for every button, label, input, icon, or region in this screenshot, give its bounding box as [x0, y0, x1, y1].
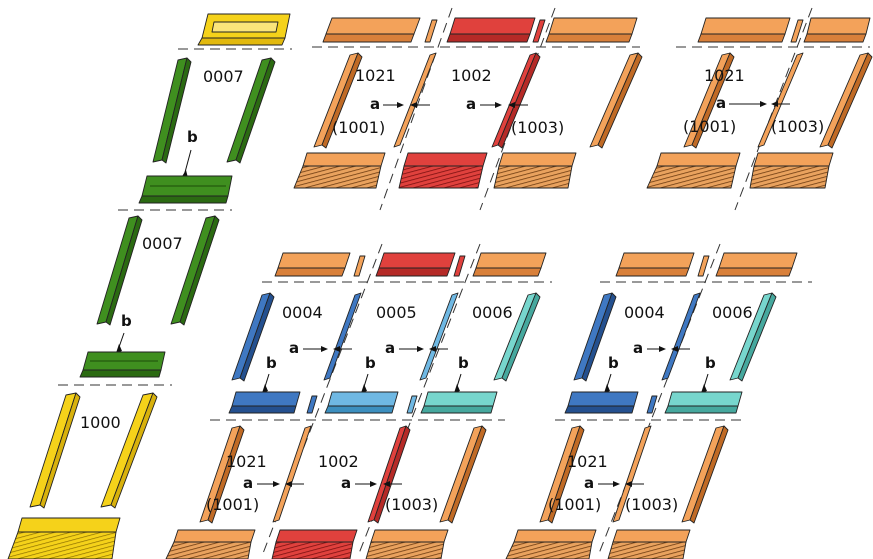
- side-flashing-green-middle: [96, 215, 220, 326]
- letter-label: b: [608, 354, 619, 372]
- code-label: (1003): [385, 495, 438, 514]
- bottom-flashing-yellow: [7, 517, 121, 559]
- letter-label: a: [716, 94, 726, 112]
- letter-label: b: [121, 312, 132, 330]
- bottom-flashing-green-upper: [138, 175, 233, 204]
- side-flashing-green-upper: [152, 57, 276, 164]
- top-flashing-yellow: [197, 13, 291, 46]
- top-group-triple: 1021 1002 a (1001) a (1003): [293, 7, 643, 211]
- code-label: 1021: [226, 452, 267, 471]
- code-label: 1002: [451, 66, 492, 85]
- code-label: 0004: [282, 303, 323, 322]
- letter-label: b: [365, 354, 376, 372]
- code-label: 0004: [624, 303, 665, 322]
- letter-label: a: [341, 474, 351, 492]
- code-label: (1003): [771, 117, 824, 136]
- code-label: 1021: [704, 66, 745, 85]
- lower-group-double: 0004 0006 a b b 1021 a (1001) (1003): [505, 243, 812, 559]
- code-label: 0006: [712, 303, 753, 322]
- code-label: (1003): [625, 495, 678, 514]
- letter-label: a: [385, 339, 395, 357]
- code-label: (1001): [206, 495, 259, 514]
- bottom-flashing-green-lower: [79, 351, 166, 378]
- code-label: 0005: [376, 303, 417, 322]
- code-label: (1001): [683, 117, 736, 136]
- separator-line: [379, 7, 453, 211]
- separator-line: [597, 243, 721, 557]
- code-label: 0007: [203, 67, 244, 86]
- separator-line: [734, 7, 813, 211]
- letter-label: b: [705, 354, 716, 372]
- letter-label: b: [458, 354, 469, 372]
- code-label: 1000: [80, 413, 121, 432]
- top-group-double: 1021 a (1001) (1003): [646, 7, 873, 211]
- letter-label: a: [243, 474, 253, 492]
- code-label: (1001): [332, 118, 385, 137]
- left-column: 0007 b 0007 b: [7, 13, 292, 559]
- letter-label: a: [370, 95, 380, 113]
- code-label: (1001): [548, 495, 601, 514]
- code-label: 1021: [355, 66, 396, 85]
- code-label: 1021: [567, 452, 608, 471]
- letter-label: a: [633, 339, 643, 357]
- letter-label: a: [466, 95, 476, 113]
- code-label: 0006: [472, 303, 513, 322]
- letter-label: a: [584, 474, 594, 492]
- code-label: 1002: [318, 452, 359, 471]
- letter-label: b: [266, 354, 277, 372]
- letter-label: b: [187, 128, 198, 146]
- separator-line: [479, 7, 556, 211]
- letter-label: a: [289, 339, 299, 357]
- code-label: 0007: [142, 234, 183, 253]
- code-label: (1003): [511, 118, 564, 137]
- arrowhead: [116, 344, 122, 353]
- lower-group-triple: 0004 0005 0006 a a b b b: [165, 243, 552, 559]
- side-flashing-yellow: [29, 392, 158, 509]
